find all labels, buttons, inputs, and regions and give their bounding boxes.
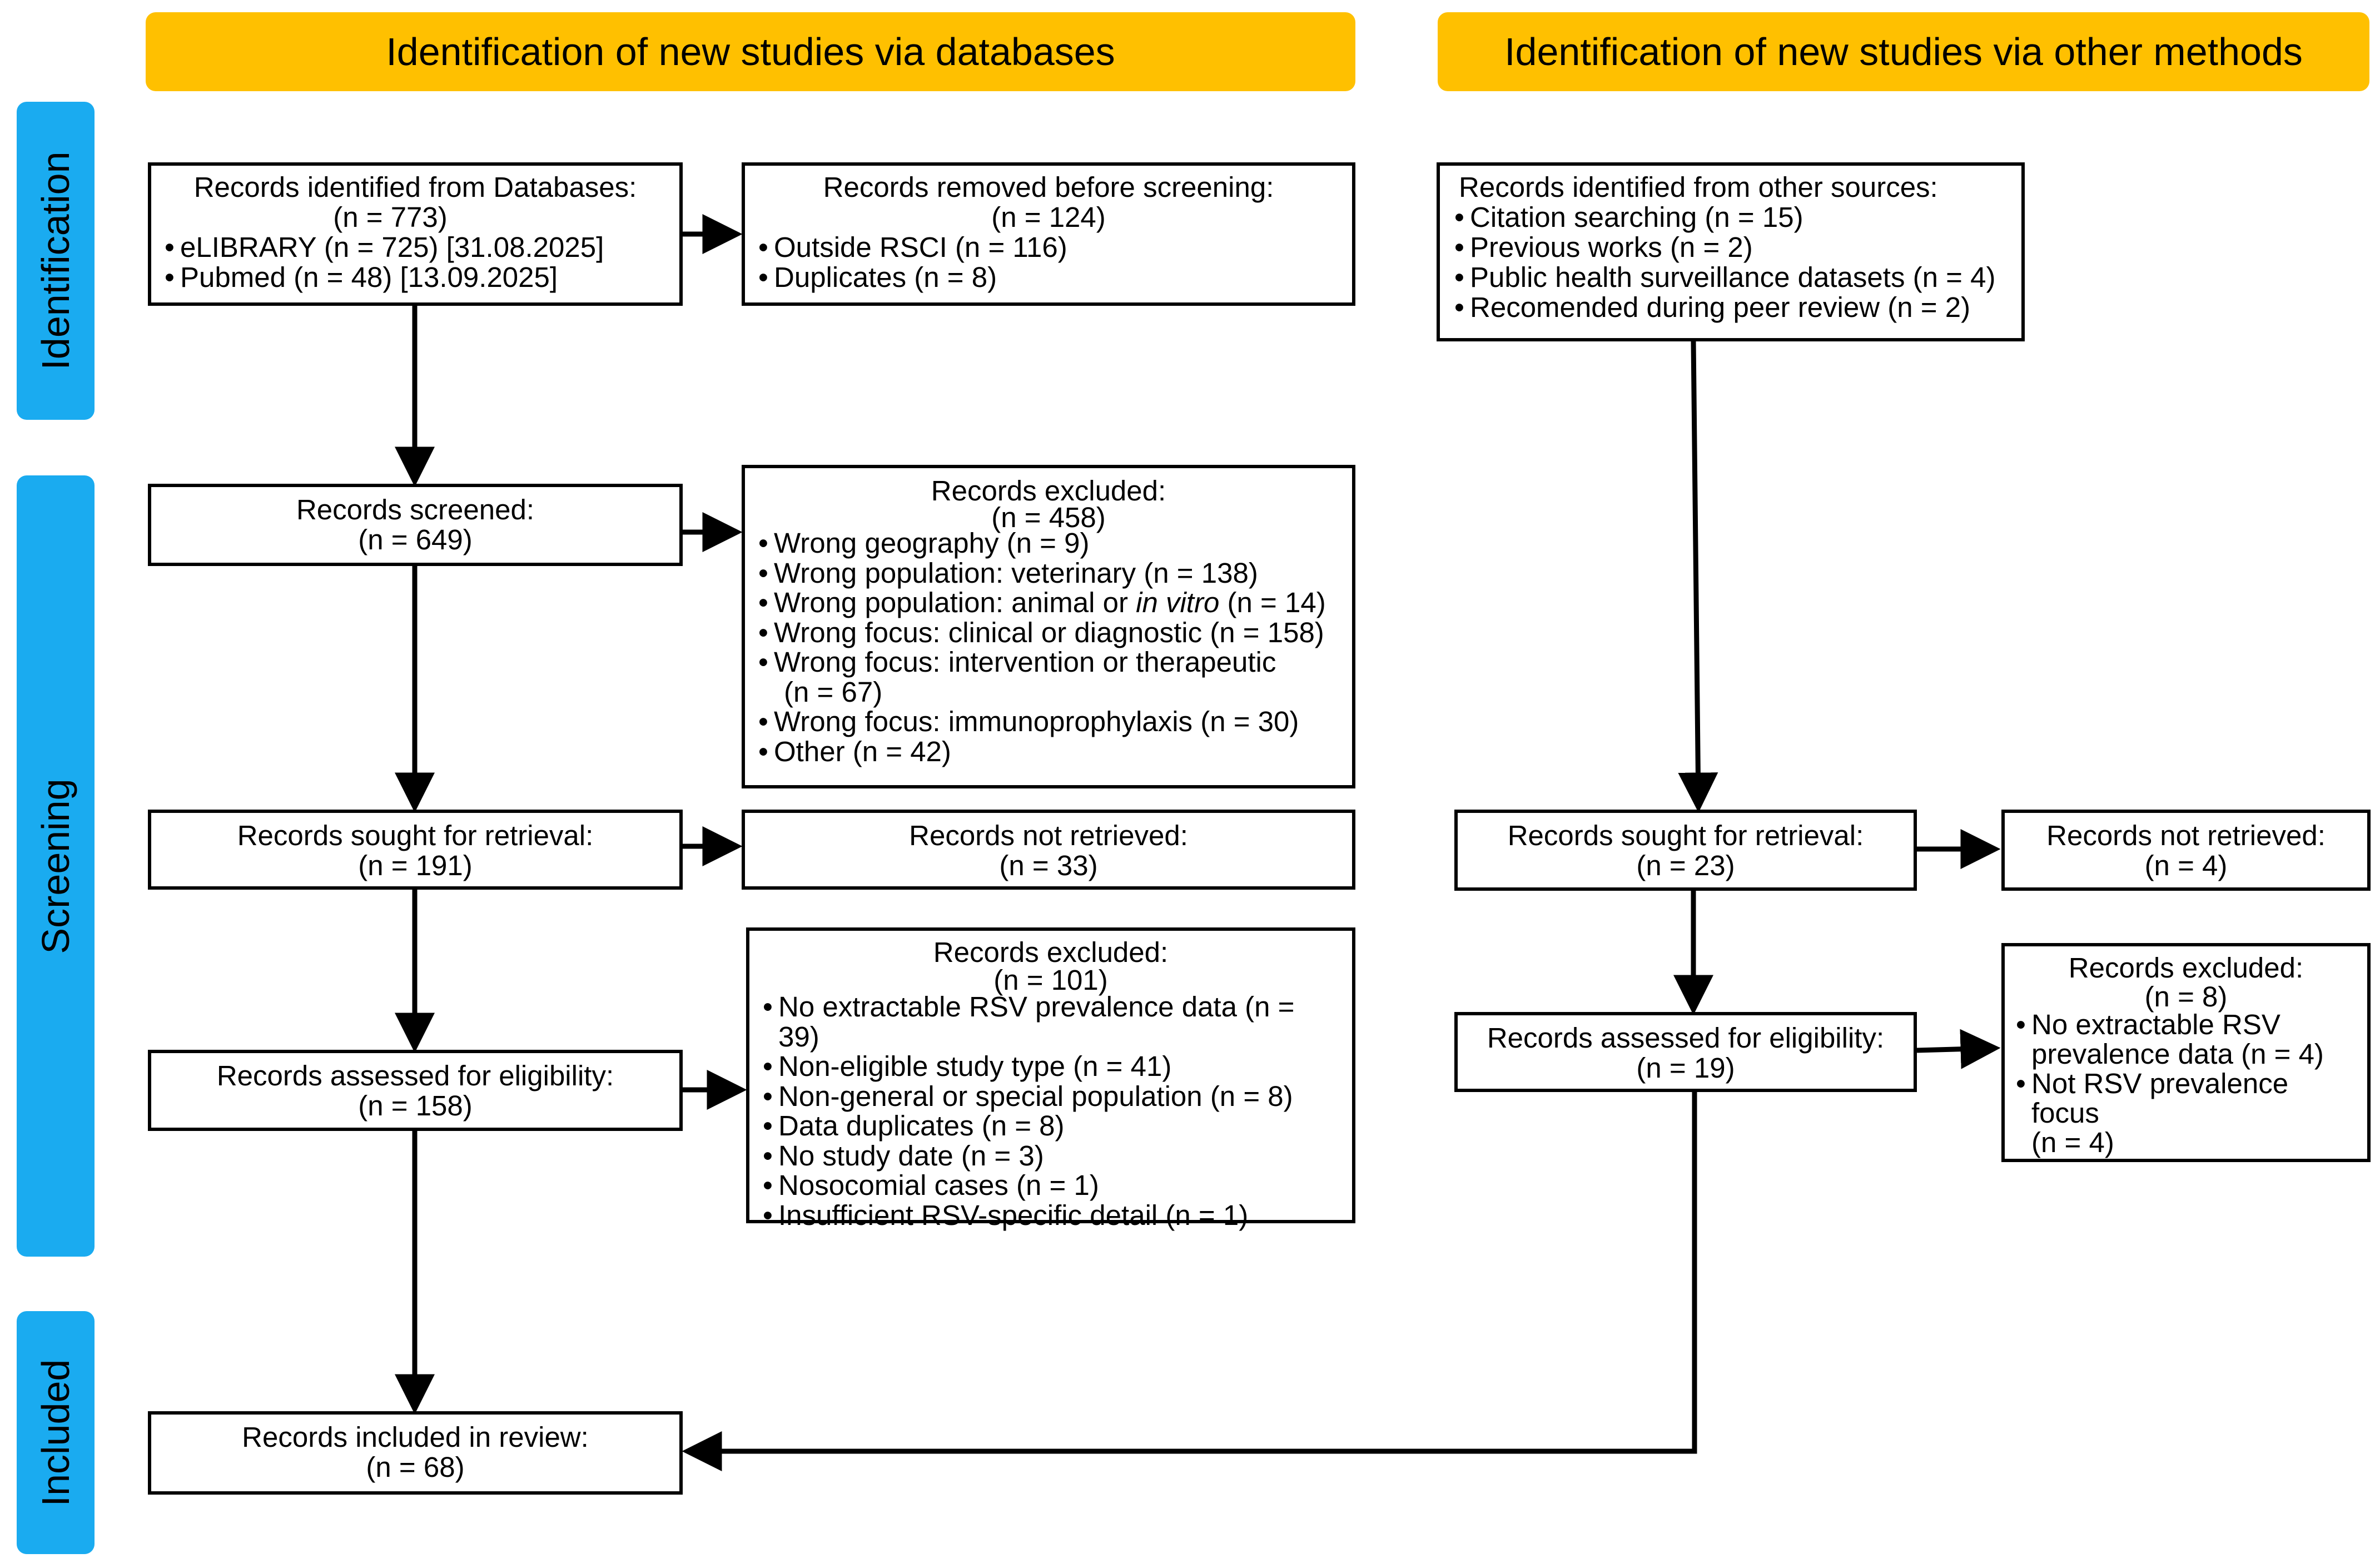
- list-item: Wrong focus: intervention or therapeutic: [755, 647, 1342, 677]
- list-item: eLIBRARY (n = 725) [31.08.2025]: [161, 232, 669, 263]
- other-assessed-title: Records assessed for eligibility:: [1487, 1022, 1885, 1054]
- other-assessed-count: (n = 19): [1636, 1052, 1735, 1084]
- not-retrieved-count: (n = 33): [999, 850, 1098, 881]
- included-title: Records included in review:: [242, 1421, 589, 1453]
- box-records-not-retrieved-other: Records not retrieved: (n = 4): [2001, 810, 2371, 891]
- list-item: Not RSV prevalence focus: [2013, 1069, 2359, 1128]
- box-records-excluded-other: Records excluded: (n = 8) No extractable…: [2001, 943, 2371, 1162]
- list-item: Insufficient RSV-specific detail (n = 1): [759, 1200, 1342, 1230]
- other-not-retrieved-title: Records not retrieved:: [2046, 820, 2326, 851]
- phase-identification: Identification: [17, 102, 95, 420]
- list-item-continuation: (n = 67): [784, 676, 883, 708]
- list-item: No extractable RSV prevalence data (n = …: [759, 992, 1342, 1051]
- excluded1-title: Records excluded:: [931, 475, 1166, 507]
- removed-list: Outside RSCI (n = 116) Duplicates (n = 8…: [755, 232, 1342, 293]
- list-item: Recomended during peer review (n = 2): [1451, 292, 2010, 323]
- box-records-identified-other: Records identified from other sources: C…: [1437, 162, 2025, 341]
- removed-count: (n = 124): [991, 201, 1106, 233]
- list-item: Wrong geography (n = 9): [755, 528, 1342, 558]
- list-item: Wrong focus: clinical or diagnostic (n =…: [755, 617, 1342, 648]
- list-item: Data duplicates (n = 8): [759, 1111, 1342, 1141]
- arrow-other-identified-to-sought: [1678, 341, 1718, 813]
- list-item: No study date (n = 3): [759, 1140, 1342, 1171]
- header-other-methods: Identification of new studies via other …: [1438, 12, 2369, 91]
- in-vitro-italic: in vitro: [1136, 587, 1220, 618]
- identified-count: (n = 773): [333, 201, 448, 233]
- box-records-assessed-databases: Records assessed for eligibility: (n = 1…: [148, 1050, 683, 1131]
- included-count: (n = 68): [366, 1451, 465, 1483]
- phase-included: Included: [17, 1311, 95, 1554]
- excluded2-count: (n = 101): [993, 964, 1108, 996]
- box-records-screened: Records screened: (n = 649): [148, 484, 683, 566]
- box-records-included: Records included in review: (n = 68): [148, 1411, 683, 1495]
- list-item: Wrong population: animal or in vitro (n …: [755, 588, 1342, 618]
- list-item: Previous works (n = 2): [1451, 232, 2010, 263]
- header-other-label: Identification of new studies via other …: [1504, 30, 2303, 73]
- list-item: Wrong population: veterinary (n = 138): [755, 558, 1342, 588]
- removed-title: Records removed before screening:: [823, 171, 1274, 203]
- list-item: Public health surveillance datasets (n =…: [1451, 262, 2010, 293]
- list-item: Pubmed (n = 48) [13.09.2025]: [161, 262, 669, 293]
- screened-title: Records screened:: [296, 494, 535, 525]
- other-excluded-count: (n = 8): [2144, 981, 2228, 1013]
- phase-screening: Screening: [17, 475, 95, 1257]
- excluded1-list: Wrong geography (n = 9) Wrong population…: [755, 528, 1342, 766]
- excluded2-list: No extractable RSV prevalence data (n = …: [759, 992, 1342, 1230]
- screened-count: (n = 649): [358, 524, 473, 555]
- list-item: No extractable RSV: [2013, 1010, 2359, 1039]
- box-records-assessed-other: Records assessed for eligibility: (n = 1…: [1454, 1012, 1917, 1092]
- box-records-sought-databases: Records sought for retrieval: (n = 191): [148, 810, 683, 890]
- header-databases-label: Identification of new studies via databa…: [386, 30, 1115, 73]
- excluded2-title: Records excluded:: [933, 936, 1169, 968]
- sought-count: (n = 191): [358, 850, 473, 881]
- other-sought-count: (n = 23): [1636, 850, 1735, 881]
- other-identified-list: Citation searching (n = 15) Previous wor…: [1451, 202, 2010, 323]
- box-records-excluded-eligibility: Records excluded: (n = 101) No extractab…: [746, 927, 1355, 1230]
- box-records-removed: Records removed before screening: (n = 1…: [742, 162, 1355, 306]
- header-databases: Identification of new studies via databa…: [146, 12, 1355, 91]
- other-excluded-list: No extractable RSV prevalence data (n = …: [2013, 1010, 2359, 1157]
- assessed-title: Records assessed for eligibility:: [216, 1060, 614, 1091]
- other-identified-title: Records identified from other sources:: [1459, 171, 1938, 203]
- list-item-continuation: (n = 4): [2031, 1127, 2114, 1158]
- arrow-other-assessed-to-excluded: [1916, 1029, 2001, 1069]
- list-item-continuation: prevalence data (n = 4): [2031, 1038, 2324, 1070]
- other-not-retrieved-count: (n = 4): [2144, 850, 2228, 881]
- sought-title: Records sought for retrieval:: [237, 820, 594, 851]
- not-retrieved-title: Records not retrieved:: [909, 820, 1188, 851]
- list-item: Citation searching (n = 15): [1451, 202, 2010, 233]
- list-item: Duplicates (n = 8): [755, 262, 1342, 293]
- list-item: Nosocomial cases (n = 1): [759, 1170, 1342, 1200]
- list-item: Other (n = 42): [755, 736, 1342, 767]
- list-item: Non-eligible study type (n = 41): [759, 1051, 1342, 1081]
- box-records-identified-databases: Records identified from Databases: (n = …: [148, 162, 683, 306]
- arrow-other-assessed-to-included: [682, 1092, 1697, 1471]
- list-item: Wrong focus: immunoprophylaxis (n = 30): [755, 707, 1342, 737]
- box-records-not-retrieved-databases: Records not retrieved: (n = 33): [742, 810, 1355, 890]
- other-sought-title: Records sought for retrieval:: [1507, 820, 1864, 851]
- box-records-sought-other: Records sought for retrieval: (n = 23): [1454, 810, 1917, 891]
- list-item: Outside RSCI (n = 116): [755, 232, 1342, 263]
- identified-title: Records identified from Databases:: [193, 171, 637, 203]
- list-item: Non-general or special population (n = 8…: [759, 1081, 1342, 1112]
- identified-list: eLIBRARY (n = 725) [31.08.2025] Pubmed (…: [161, 232, 669, 293]
- assessed-count: (n = 158): [358, 1090, 473, 1122]
- box-records-excluded-screening: Records excluded: (n = 458) Wrong geogra…: [742, 465, 1355, 788]
- other-excluded-title: Records excluded:: [2068, 952, 2304, 984]
